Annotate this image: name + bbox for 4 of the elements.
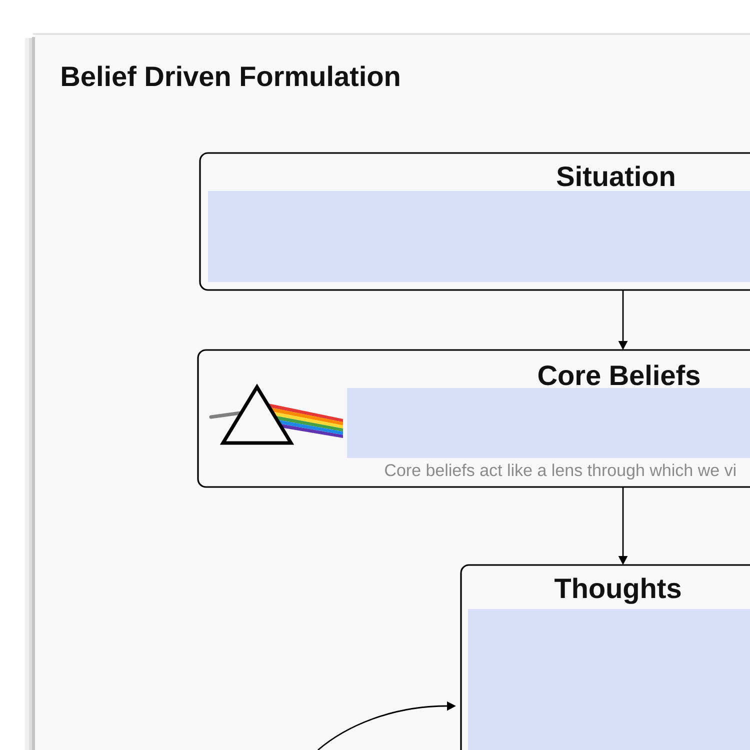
title: Belief Driven Formulation xyxy=(62,66,400,86)
caption-text: Core beliefs act like a lens through which we vi xyxy=(385,464,736,480)
process-box: Thoughts xyxy=(460,564,750,750)
process-box: Situation xyxy=(199,152,750,291)
